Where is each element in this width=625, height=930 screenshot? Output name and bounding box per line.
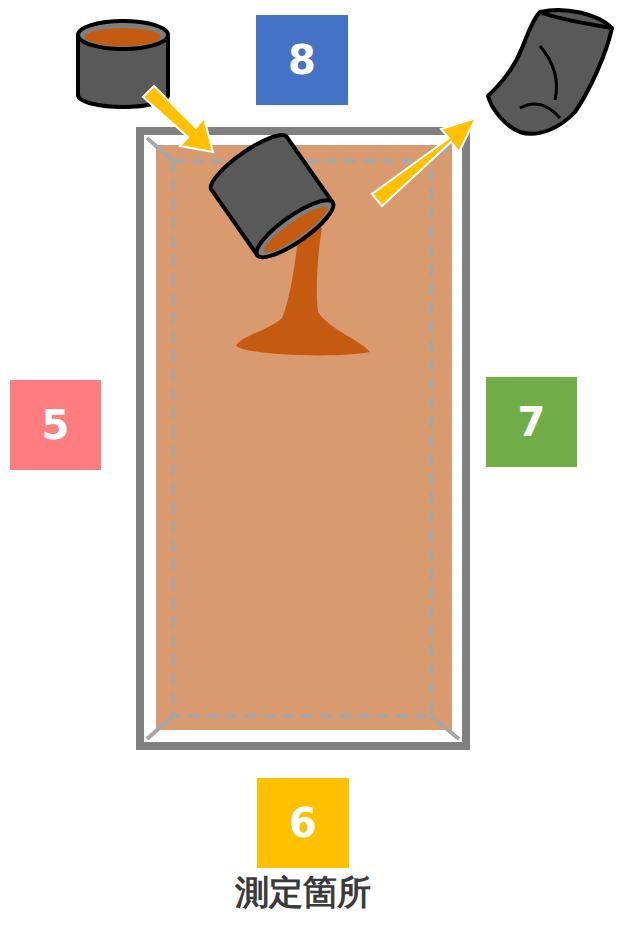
callout-box: 7 bbox=[486, 377, 577, 467]
liquid-surface bbox=[156, 145, 452, 730]
callout-number: 8 bbox=[288, 40, 316, 80]
callout-number: 5 bbox=[42, 405, 70, 445]
tray-inner-dashed bbox=[173, 161, 431, 716]
move-arrow bbox=[143, 86, 213, 152]
callout-caption: 測定箇所 bbox=[235, 874, 371, 911]
callout-box: 6測定箇所 bbox=[257, 778, 349, 868]
pouring-bucket bbox=[204, 127, 340, 266]
tray-corner-lines bbox=[147, 138, 459, 739]
callout-number: 6 bbox=[289, 803, 317, 843]
callout-box: 5 bbox=[10, 380, 101, 470]
callout-number: 7 bbox=[518, 402, 546, 442]
callout-box: 8 bbox=[256, 15, 348, 105]
discard-arrow bbox=[372, 118, 476, 206]
empty-bag bbox=[488, 10, 612, 134]
tray-frame bbox=[140, 131, 466, 746]
